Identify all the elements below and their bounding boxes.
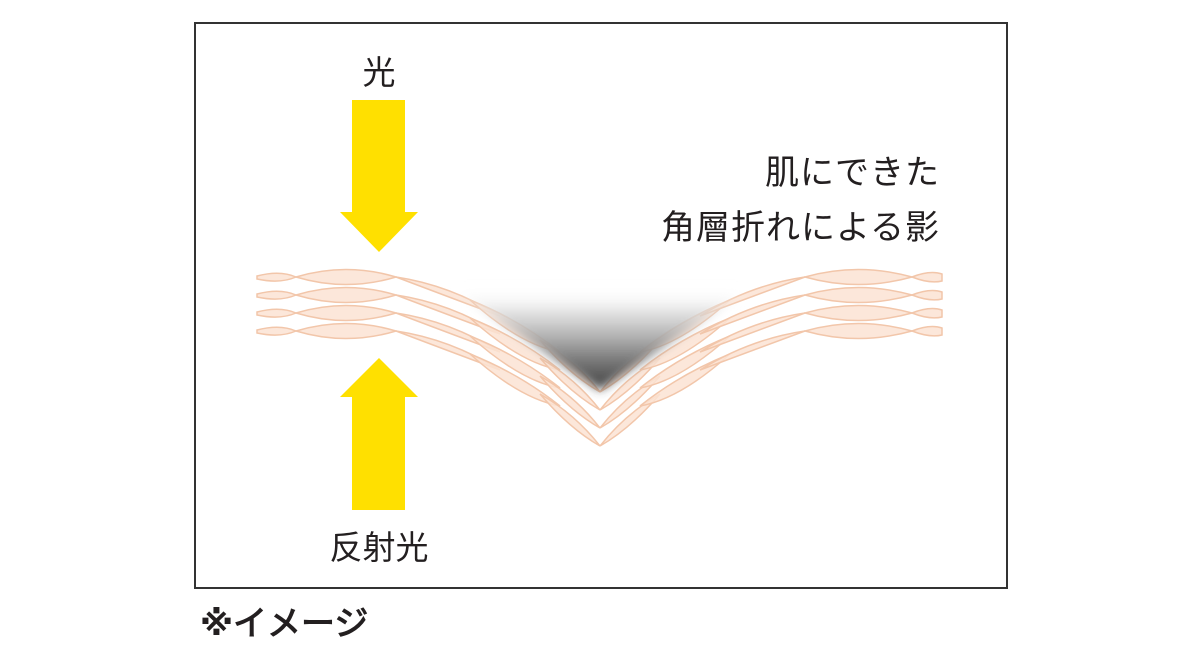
skin-layer-row-2 xyxy=(256,286,943,411)
fold-shadow xyxy=(450,288,752,390)
diagram-frame xyxy=(194,22,1008,589)
incoming-light-label: 光 xyxy=(362,53,396,92)
reflected-light-arrow-up-icon xyxy=(340,358,418,510)
shadow-description-line-2: 角層折れによる影 xyxy=(661,208,940,248)
image-footnote: ※イメージ xyxy=(200,604,369,644)
shadow-description: 肌にできた 角層折れによる影 xyxy=(661,146,940,256)
reflected-light-label: 反射光 xyxy=(329,528,429,567)
shadow-description-line-1: 肌にできた xyxy=(765,153,940,193)
skin-layer-row-3 xyxy=(256,304,943,429)
light-arrow-down-icon xyxy=(340,100,418,252)
skin-layer-row-4 xyxy=(256,322,943,447)
